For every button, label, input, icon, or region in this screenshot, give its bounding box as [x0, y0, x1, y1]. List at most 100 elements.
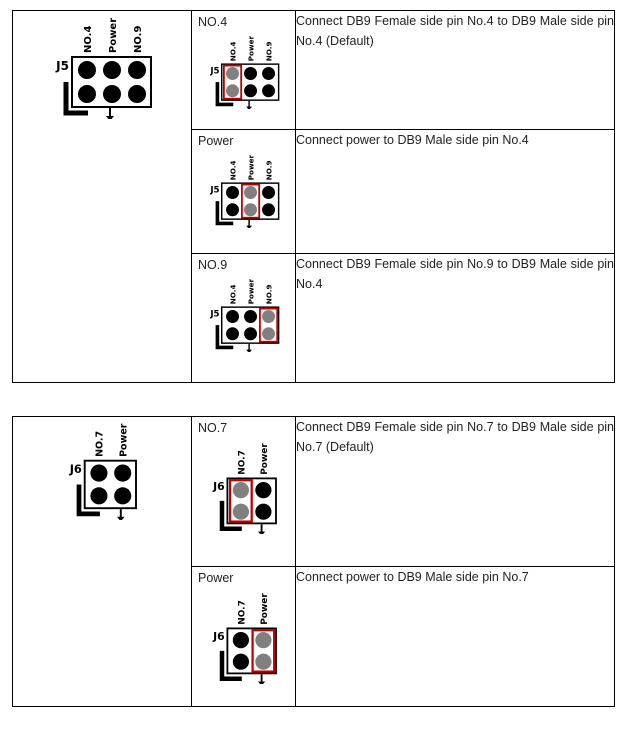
header-pin	[225, 327, 239, 341]
header-pin	[243, 67, 257, 80]
output-arrow-head	[257, 531, 266, 535]
pin-label: NO.9	[264, 285, 273, 305]
header-pin	[77, 85, 96, 103]
header-pin	[255, 653, 272, 670]
pin1-bracket	[63, 82, 88, 116]
header-pin	[261, 327, 275, 341]
connector-label: J6	[212, 480, 225, 493]
header-pin	[243, 310, 257, 323]
pin-label: NO.9	[133, 26, 144, 53]
pin1-bracket	[215, 201, 234, 226]
option-label: NO.4	[198, 15, 228, 29]
output-arrow-head	[105, 116, 114, 121]
header-pin	[225, 186, 239, 199]
option-description: Connect power to DB9 Male side pin No.7	[295, 566, 615, 707]
option-description: Connect power to DB9 Male side pin No.4	[295, 129, 615, 254]
pin-label: Power	[260, 593, 270, 625]
connector-label: J5	[55, 59, 69, 73]
output-arrow-head	[246, 106, 252, 109]
pin-label: NO.7	[237, 600, 247, 625]
pin-label: NO.9	[264, 42, 273, 62]
header-pin	[243, 84, 257, 98]
header-pin	[114, 487, 132, 505]
pin-label: NO.4	[228, 42, 237, 62]
connector-label: J5	[209, 185, 219, 195]
header-pin	[255, 631, 272, 649]
pin-label: NO.7	[237, 450, 247, 475]
output-arrow-head	[246, 349, 252, 352]
pin-label: NO.4	[228, 285, 237, 305]
header-pin	[90, 464, 108, 482]
header-pin	[232, 653, 249, 670]
option-description: Connect DB9 Female side pin No.4 to DB9 …	[295, 10, 615, 130]
header-pin	[261, 203, 275, 217]
header-pin	[261, 310, 275, 323]
header-pin	[261, 67, 275, 80]
header-pin	[225, 310, 239, 323]
header-pin	[243, 186, 257, 199]
header-pin	[243, 327, 257, 341]
option-label: Power	[198, 571, 234, 585]
header-pin	[102, 61, 121, 79]
pin1-bracket	[76, 484, 101, 517]
header-pin	[243, 203, 257, 217]
option-description: Connect DB9 Female side pin No.7 to DB9 …	[295, 416, 615, 567]
header-pin	[77, 61, 96, 79]
pin1-bracket	[215, 82, 234, 107]
connector-label: J6	[212, 630, 225, 643]
header-pin	[232, 503, 249, 520]
pin-label: NO.9	[264, 161, 273, 181]
pin-label: Power	[119, 423, 130, 457]
option-label: Power	[198, 134, 234, 148]
header-pin	[255, 481, 272, 499]
header-pin	[261, 84, 275, 98]
pin-label: Power	[246, 36, 255, 62]
header-pin	[225, 203, 239, 217]
connector-label: J5	[209, 309, 219, 319]
header-pin	[127, 85, 146, 103]
header-pin	[232, 481, 249, 499]
pin-label: NO.4	[228, 161, 237, 181]
header-pin	[90, 487, 108, 505]
output-arrow-head	[257, 681, 266, 685]
pin1-bracket	[215, 325, 234, 350]
output-arrow-head	[246, 225, 252, 228]
header-pin	[225, 67, 239, 80]
pin1-bracket	[219, 500, 242, 532]
header-pin	[127, 61, 146, 79]
output-arrow-head	[117, 516, 125, 522]
pin-label: NO.7	[95, 431, 106, 457]
option-label: NO.7	[198, 421, 228, 435]
pin-label: Power	[260, 443, 270, 475]
header-pin	[114, 464, 132, 482]
header-pin	[225, 84, 239, 98]
header-pin	[102, 85, 121, 103]
pin-label: Power	[246, 155, 255, 181]
header-pin	[255, 503, 272, 520]
option-description: Connect DB9 Female side pin No.9 to DB9 …	[295, 253, 615, 383]
connector-label: J5	[209, 66, 219, 76]
option-label: NO.9	[198, 258, 228, 272]
pin1-bracket	[219, 650, 242, 682]
pin-label: Power	[108, 18, 119, 53]
header-pin	[261, 186, 275, 199]
pin-label: NO.4	[83, 26, 94, 53]
